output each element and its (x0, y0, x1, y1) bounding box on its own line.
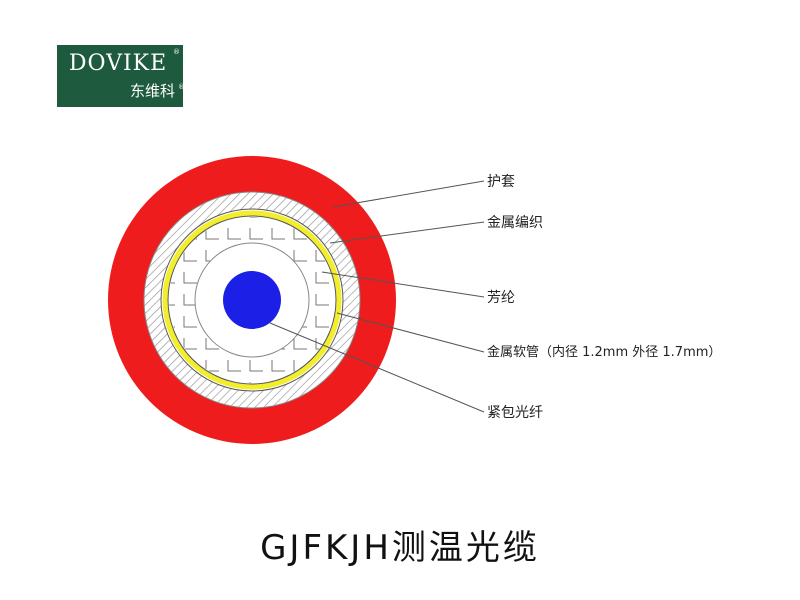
registered-mark-small: ® (178, 83, 185, 91)
leader-line-aramid (321, 271, 485, 298)
label-aramid: 芳纶 (487, 290, 515, 306)
leader-line-tube (336, 312, 485, 353)
label-metal-tube: 金属软管（内径 1.2mm 外径 1.7mm） (487, 345, 722, 360)
leader-line-braid (329, 221, 485, 244)
leader-line-fiber (269, 322, 485, 413)
brand-logo: DOVIKE ® 东维科 ® (57, 45, 185, 107)
metal-tube-ring (162, 210, 342, 390)
logo-chinese-text: 东维科 (129, 82, 175, 100)
registered-mark: ® (173, 48, 180, 56)
metal-tube-inner-edge (167, 215, 337, 385)
logo-brand-text: DOVIKE (68, 51, 168, 76)
tight-buffered-fiber (223, 271, 281, 329)
label-sheath: 护套 (487, 174, 515, 190)
label-metal-braid: 金属编织 (487, 215, 543, 231)
leader-line-sheath (332, 180, 485, 208)
label-tight-buffered-fiber: 紧包光纤 (487, 405, 543, 421)
page-title: GJFKJH测温光缆 (260, 528, 540, 568)
